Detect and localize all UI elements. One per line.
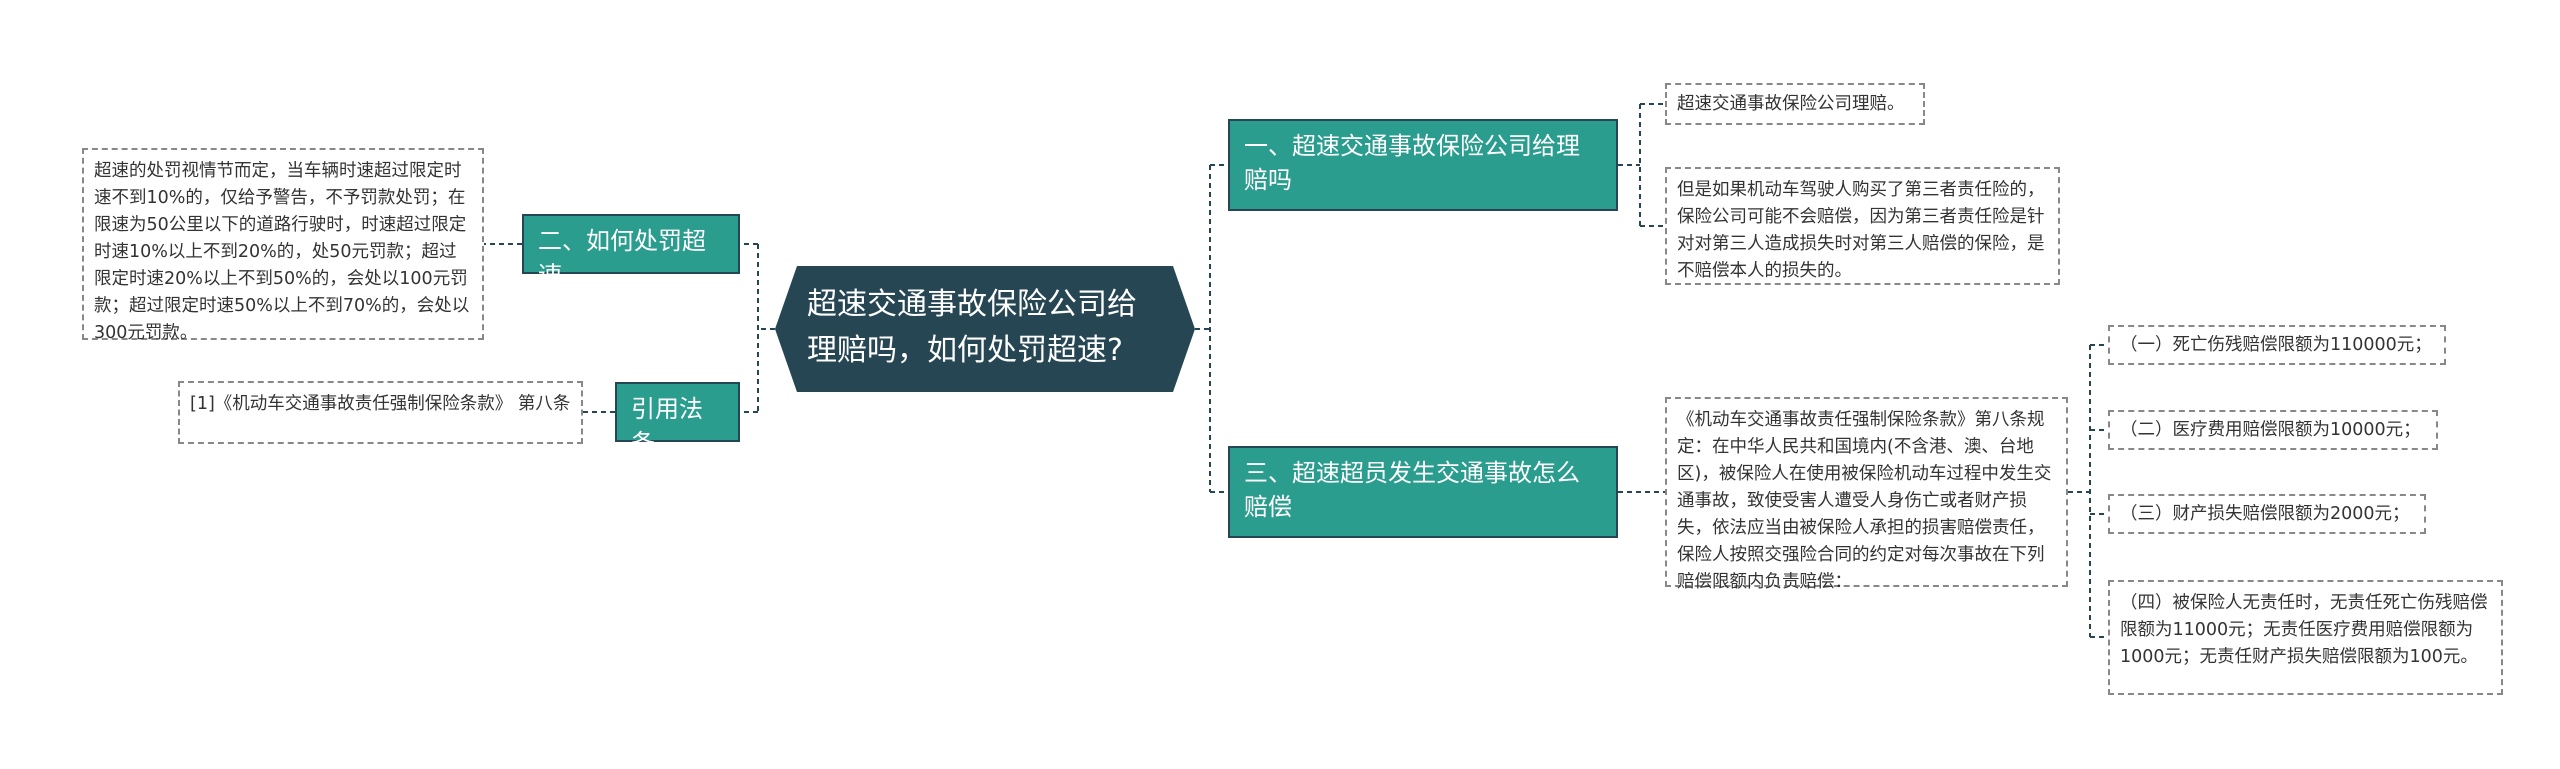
leaf-property-limit[interactable]: （三）财产损失赔偿限额为2000元； — [2108, 494, 2426, 534]
leaf-no-fault-limits[interactable]: （四）被保险人无责任时，无责任死亡伤残赔偿限额为11000元；无责任医疗费用赔偿… — [2108, 580, 2503, 695]
leaf-article-8[interactable]: 《机动车交通事故责任强制保险条款》第八条规定：在中华人民共和国境内(不含港、澳、… — [1665, 397, 2068, 592]
central-topic-label: 超速交通事故保险公司给理赔吗，如何处罚超速? — [807, 287, 1137, 368]
branch-label: 一、超速交通事故保险公司给理赔吗 — [1244, 132, 1580, 194]
branch-label: 二、如何处罚超速 — [538, 227, 706, 289]
branch-speeding-penalty[interactable]: 二、如何处罚超速 — [522, 214, 740, 289]
leaf-label: 超速的处罚视情节而定，当车辆时速超过限定时速不到10%的，仅给予警告，不予罚款处… — [94, 161, 470, 343]
leaf-label: 但是如果机动车驾驶人购买了第三者责任险的，保险公司可能不会赔偿，因为第三者责任险… — [1677, 180, 2045, 281]
leaf-insurer-pays[interactable]: 超速交通事故保险公司理赔。 — [1665, 83, 1925, 125]
branch-label: 三、超速超员发生交通事故怎么赔偿 — [1244, 459, 1580, 521]
leaf-third-party-liability-note[interactable]: 但是如果机动车驾驶人购买了第三者责任险的，保险公司可能不会赔偿，因为第三者责任险… — [1665, 167, 2060, 285]
branch-insurance-claim[interactable]: 一、超速交通事故保险公司给理赔吗 — [1228, 119, 1618, 211]
connector-central-left — [740, 243, 775, 413]
leaf-label: （四）被保险人无责任时，无责任死亡伤残赔偿限额为11000元；无责任医疗费用赔偿… — [2120, 593, 2488, 667]
leaf-label: 超速交通事故保险公司理赔。 — [1677, 94, 1905, 114]
leaf-reference-citation[interactable]: [1]《机动车交通事故责任强制保险条款》 第八条 — [178, 381, 583, 444]
leaf-label: [1]《机动车交通事故责任强制保险条款》 第八条 — [190, 394, 571, 414]
leaf-label: 《机动车交通事故责任强制保险条款》第八条规定：在中华人民共和国境内(不含港、澳、… — [1677, 410, 2052, 592]
leaf-label: （二）医疗费用赔偿限额为10000元； — [2120, 420, 2421, 440]
leaf-penalty-details[interactable]: 超速的处罚视情节而定，当车辆时速超过限定时速不到10%的，仅给予警告，不予罚款处… — [82, 148, 484, 343]
branch-label: 引用法条 — [631, 395, 703, 457]
connector-article8-subleaves — [2068, 344, 2108, 638]
leaf-label: （三）财产损失赔偿限额为2000元； — [2120, 504, 2410, 524]
connector-central-right — [1195, 164, 1228, 493]
leaf-death-disability-limit[interactable]: （一）死亡伤残赔偿限额为110000元； — [2108, 325, 2446, 365]
branch-overload-accident-compensation[interactable]: 三、超速超员发生交通事故怎么赔偿 — [1228, 446, 1618, 538]
leaf-medical-limit[interactable]: （二）医疗费用赔偿限额为10000元； — [2108, 410, 2438, 450]
central-topic[interactable]: 超速交通事故保险公司给理赔吗，如何处罚超速? — [775, 266, 1195, 392]
leaf-label: （一）死亡伤残赔偿限额为110000元； — [2120, 335, 2432, 355]
branch-cited-law[interactable]: 引用法条 — [615, 382, 740, 457]
connector-branch1-leaves — [1618, 103, 1665, 227]
